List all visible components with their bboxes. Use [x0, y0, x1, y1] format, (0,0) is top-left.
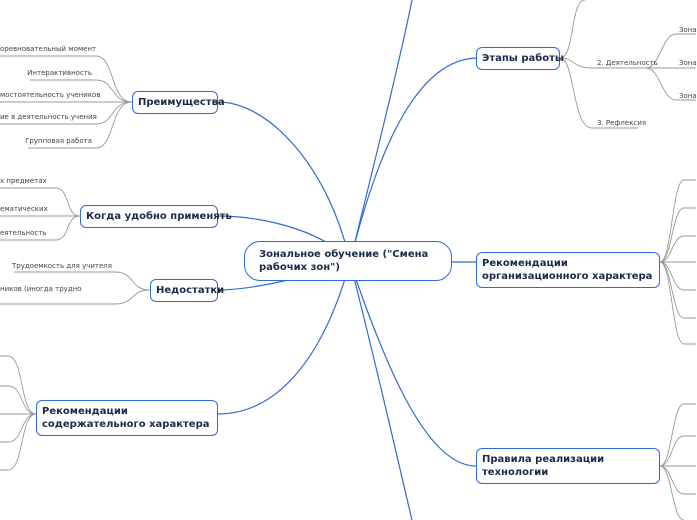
branch-line-top: [349, 0, 413, 263]
topic-disadvantages-label: Недостатки: [156, 285, 225, 296]
central-topic[interactable]: Зональное обучение ("Смена рабочих зон"): [244, 241, 452, 281]
leaf-advantages-3: мостоятельность учеников: [0, 91, 101, 99]
topic-when-to-use[interactable]: Когда удобно применять: [80, 205, 232, 228]
branch-line-rules: [349, 261, 477, 467]
branch-line-stages: [349, 57, 477, 263]
topic-work-stages[interactable]: Этапы работы: [476, 47, 564, 70]
topic-org-recommendations[interactable]: Рекомендации организационного характера: [476, 252, 660, 288]
leaf-stage-activity: 2. Деятельность: [597, 59, 658, 67]
topic-disadvantages[interactable]: Недостатки: [150, 279, 224, 302]
leaf-when-2: ематических: [0, 205, 48, 213]
topic-advantages[interactable]: Преимущества: [132, 91, 225, 114]
leaf-advantages-4: ие в деятельность учения: [0, 113, 97, 121]
branch-line-content: [217, 261, 351, 415]
leaf-disadvantages-2: ников (иногда трудно: [0, 285, 82, 293]
topic-content-recommendations[interactable]: Рекомендации содержательного характера: [36, 400, 218, 436]
branch-line-advantages: [217, 101, 351, 263]
leaf-zone-3: Зона: [679, 92, 697, 100]
leaf-stage-reflection: 3. Рефлексия: [597, 119, 647, 127]
topic-org-recommendations-label: Рекомендации организационного характера: [482, 258, 653, 282]
leaf-when-3: еятельность: [0, 229, 47, 237]
central-topic-label: Зональное обучение ("Смена рабочих зон"): [259, 249, 429, 273]
topic-advantages-label: Преимущества: [138, 97, 225, 108]
leaf-when-1: х предметах: [0, 177, 47, 185]
topic-when-to-use-label: Когда удобно применять: [86, 211, 232, 222]
leaf-advantages-1: оревновательный момент: [0, 45, 97, 53]
leaf-disadvantages-1: Трудоемкость для учителя: [11, 262, 112, 270]
leaf-advantages-5: Групповая работа: [25, 137, 92, 145]
leaf-zone-1: Зона: [679, 26, 697, 34]
branch-line-bottom: [349, 261, 413, 520]
topic-implementation-rules[interactable]: Правила реализации технологии: [476, 448, 660, 484]
leaf-advantages-2: Интерактивность: [27, 69, 92, 77]
topic-content-recommendations-label: Рекомендации содержательного характера: [42, 406, 210, 430]
topic-work-stages-label: Этапы работы: [482, 53, 564, 64]
leaf-zone-2: Зона: [679, 59, 697, 67]
topic-implementation-rules-label: Правила реализации технологии: [482, 454, 605, 478]
